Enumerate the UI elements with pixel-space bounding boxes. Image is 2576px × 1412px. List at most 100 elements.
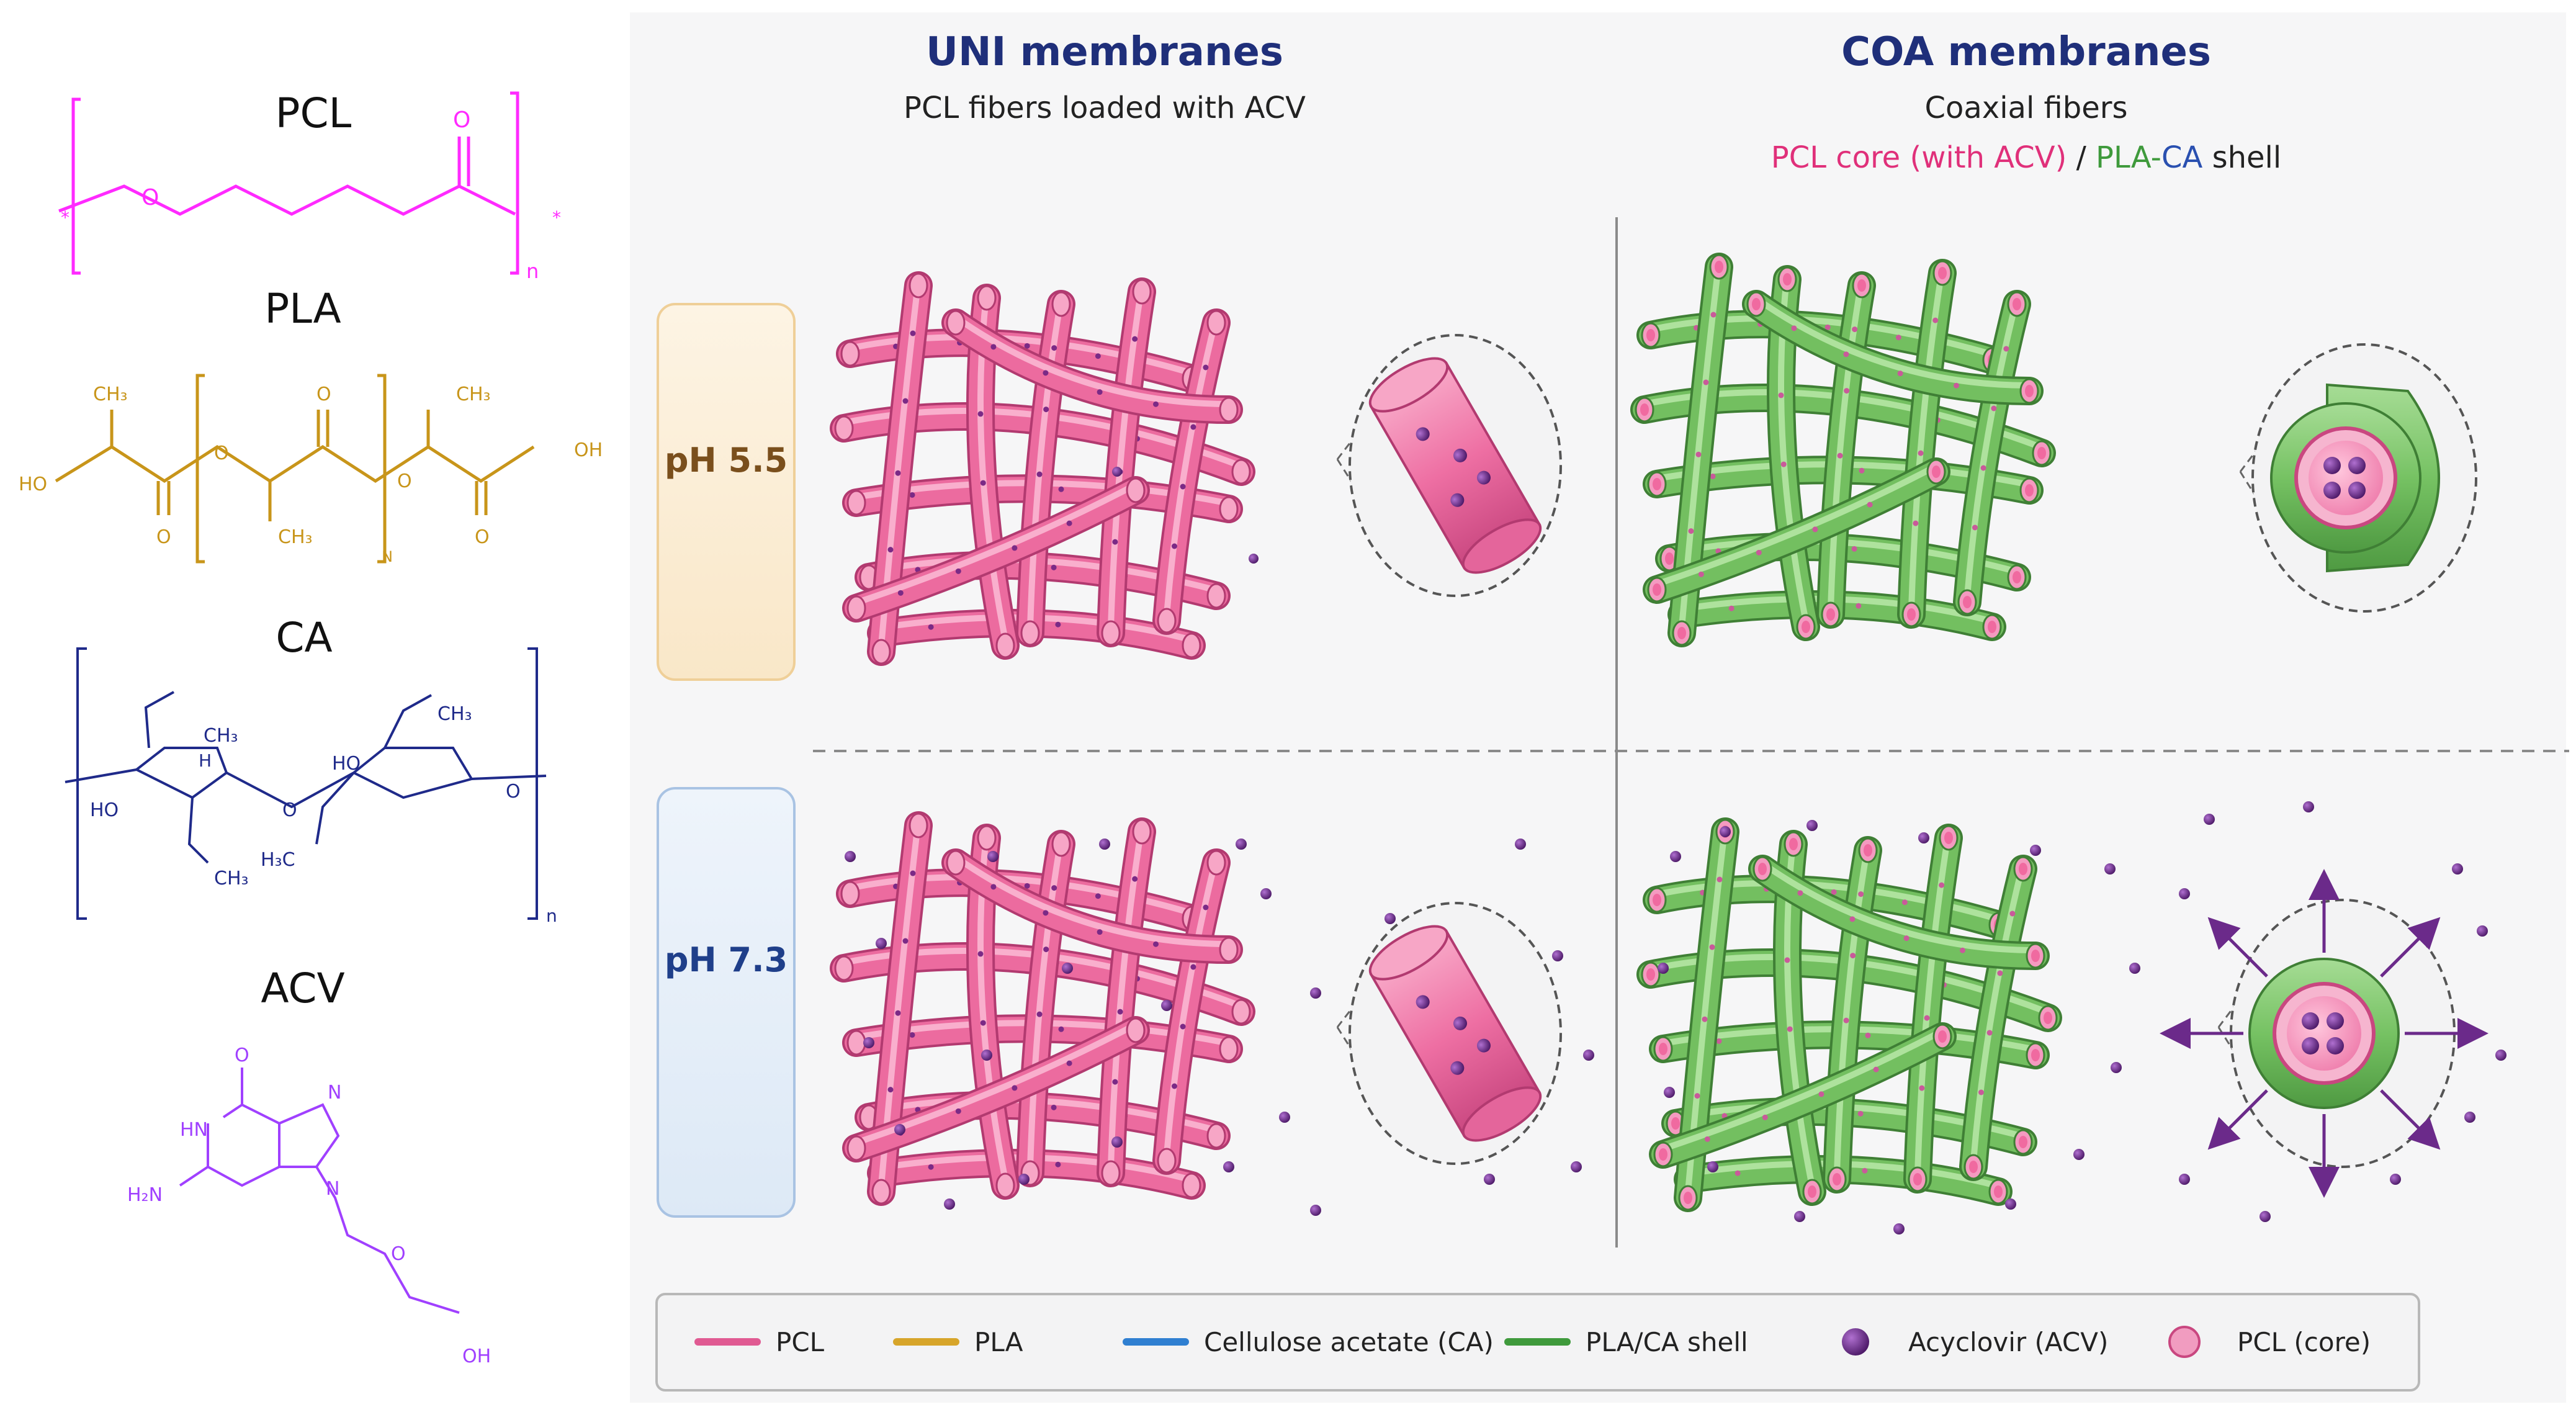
acv-particle — [1112, 467, 1122, 477]
acv-particle — [2204, 814, 2215, 825]
acv-particle — [1099, 839, 1110, 850]
ca-structure: CA CH₃ CH₃ CH₃ H₃C HO HO H O O n — [65, 614, 557, 926]
svg-text:*: * — [61, 207, 70, 228]
uni-ph55-fiber-mesh — [830, 271, 1259, 666]
acv-particle — [1384, 913, 1396, 924]
acv-particle — [2260, 1211, 2271, 1222]
release-arrow — [2207, 1089, 2268, 1150]
legend-label: PCL — [776, 1327, 825, 1357]
acv-particle — [2452, 863, 2463, 875]
acv-particle — [1249, 554, 1259, 564]
acv-particle — [1450, 493, 1465, 507]
pcl-label: PCL — [276, 89, 352, 137]
uni-subtitle: PCL fibers loaded with ACV — [904, 91, 1306, 125]
legend-swatch-dot — [1842, 1328, 1869, 1356]
pla-label: PLA — [264, 285, 341, 333]
svg-text:O: O — [141, 185, 159, 210]
acv-particle — [1453, 448, 1467, 462]
svg-text:CH₃: CH₃ — [214, 868, 249, 889]
svg-text:H₂N: H₂N — [127, 1184, 163, 1206]
ph-low-label: pH 5.5 — [665, 441, 788, 480]
svg-text:CH₃: CH₃ — [456, 384, 491, 405]
acv-particle — [1450, 1061, 1465, 1075]
legend-label: PLA/CA shell — [1586, 1327, 1748, 1357]
pcl-structure: PCL O O * * n — [58, 89, 561, 283]
legend-item: Acyclovir (ACV) — [1842, 1327, 2108, 1357]
ca-label: CA — [276, 614, 332, 662]
svg-text:O: O — [235, 1045, 249, 1066]
acv-particle — [1670, 851, 1681, 862]
acv-particle — [2303, 801, 2314, 812]
svg-text:O: O — [316, 384, 331, 405]
acv-particle — [2104, 863, 2116, 875]
acv-particle — [2495, 1050, 2506, 1061]
legend-item: PCL — [694, 1327, 825, 1357]
acv-particle — [2129, 963, 2140, 974]
acv-particle — [1453, 1016, 1467, 1030]
acv-particle — [1552, 950, 1563, 961]
acv-particle — [1720, 826, 1731, 837]
acv-particle — [1279, 1112, 1290, 1123]
acv-particle — [876, 938, 887, 949]
legend-label: Cellulose acetate (CA) — [1204, 1327, 1494, 1357]
acv-particle — [987, 851, 999, 862]
acv-particle — [2327, 1012, 2344, 1030]
acv-particle — [1111, 1136, 1123, 1148]
svg-text:N: N — [326, 1178, 339, 1200]
acv-particle — [1476, 470, 1491, 485]
acv-particle — [1484, 1174, 1495, 1185]
acv-particle — [1583, 1050, 1594, 1061]
svg-text:O: O — [214, 443, 229, 464]
uni-ph73-zoom-inset — [1336, 902, 1562, 1165]
release-arrow — [2380, 1089, 2441, 1150]
svg-text:H: H — [199, 750, 212, 771]
acv-particle — [1223, 1161, 1234, 1172]
legend-item: PLA — [893, 1327, 1023, 1357]
acv-particle — [1571, 1161, 1582, 1172]
release-arrow — [2380, 917, 2441, 978]
legend-swatch-dot — [2168, 1326, 2201, 1358]
acv-particle — [1476, 1038, 1491, 1053]
svg-text:O: O — [397, 470, 412, 492]
acv-particle — [2073, 1149, 2085, 1160]
svg-text:N: N — [382, 548, 393, 565]
legend-item: PCL (core) — [2168, 1326, 2371, 1358]
svg-text:O: O — [506, 781, 521, 803]
svg-text:CH₃: CH₃ — [438, 703, 472, 725]
acv-particle — [2323, 482, 2341, 499]
acv-particle — [981, 1050, 992, 1061]
svg-text:O: O — [391, 1243, 406, 1265]
svg-text:HO: HO — [332, 753, 361, 775]
acv-particle — [1794, 1211, 1805, 1222]
svg-text:CH₃: CH₃ — [204, 725, 238, 747]
acv-particle — [1658, 963, 1669, 974]
release-arrow — [2207, 917, 2268, 978]
acv-particle — [2464, 1112, 2475, 1123]
diagram-background — [630, 12, 2566, 1403]
acv-particle — [1310, 987, 1321, 999]
svg-text:O: O — [282, 799, 297, 821]
svg-text:n: n — [526, 259, 539, 283]
legend-label: Acyclovir (ACV) — [1908, 1327, 2108, 1357]
acv-particle — [1664, 1087, 1675, 1098]
acv-particle — [2390, 1174, 2401, 1185]
coa-ph73-fiber-mesh — [1636, 801, 2506, 1234]
acv-particle — [2179, 1174, 2190, 1185]
coa-title: COA membranes — [1841, 29, 2211, 75]
legend-item: Cellulose acetate (CA) — [1123, 1327, 1494, 1357]
svg-text:O: O — [475, 526, 490, 548]
acv-particle — [1161, 1000, 1172, 1011]
acv-particle — [2327, 1037, 2344, 1055]
coa-subtitle: Coaxial fibers — [1924, 91, 2127, 125]
acv-particle — [863, 1037, 874, 1048]
acv-particle — [1416, 427, 1430, 441]
svg-text:H₃C: H₃C — [261, 849, 295, 871]
acv-particle — [2348, 457, 2366, 474]
svg-text:OH: OH — [462, 1346, 491, 1367]
acv-particle — [944, 1198, 955, 1210]
acv-particle — [2477, 925, 2488, 937]
acv-structure: ACV O HN H₂N N N O OH — [127, 965, 491, 1367]
acv-particle — [1018, 1174, 1030, 1185]
legend-item: PLA/CA shell — [1504, 1327, 1748, 1357]
pla-structure: PLA CH₃ CH₃ CH₃ HO OH O O O O O N — [19, 285, 603, 565]
